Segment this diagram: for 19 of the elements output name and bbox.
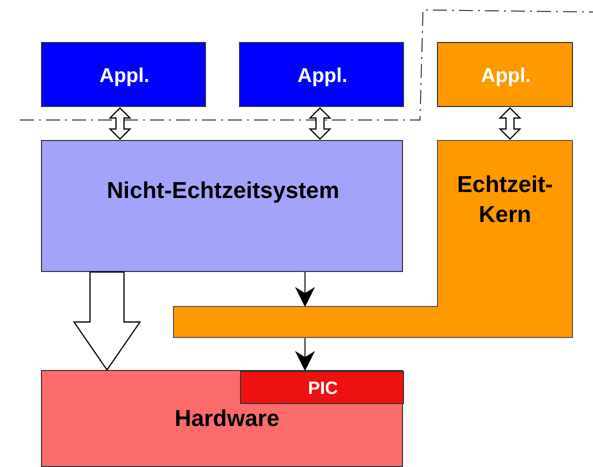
node-label: Appl. [98, 64, 150, 88]
node-label: Nicht-Echtzeitsystem [106, 176, 340, 206]
double-arrow [108, 107, 132, 140]
node-label: Appl. [296, 64, 348, 88]
pic-box [240, 371, 404, 404]
hollow-arrow [72, 271, 142, 372]
application-box [437, 42, 573, 107]
application-box [41, 42, 206, 107]
application-box [239, 42, 404, 107]
double-arrow [498, 107, 522, 140]
arrow [295, 338, 315, 371]
node-label: PIC [306, 376, 339, 400]
node-label: Echtzeit-Kern [456, 170, 554, 229]
node-label: Appl. [480, 64, 532, 88]
hardware-box [41, 370, 403, 467]
system-box [41, 140, 403, 272]
arrow [295, 272, 315, 307]
node-label: Hardware [174, 404, 280, 434]
double-arrow [308, 107, 332, 140]
